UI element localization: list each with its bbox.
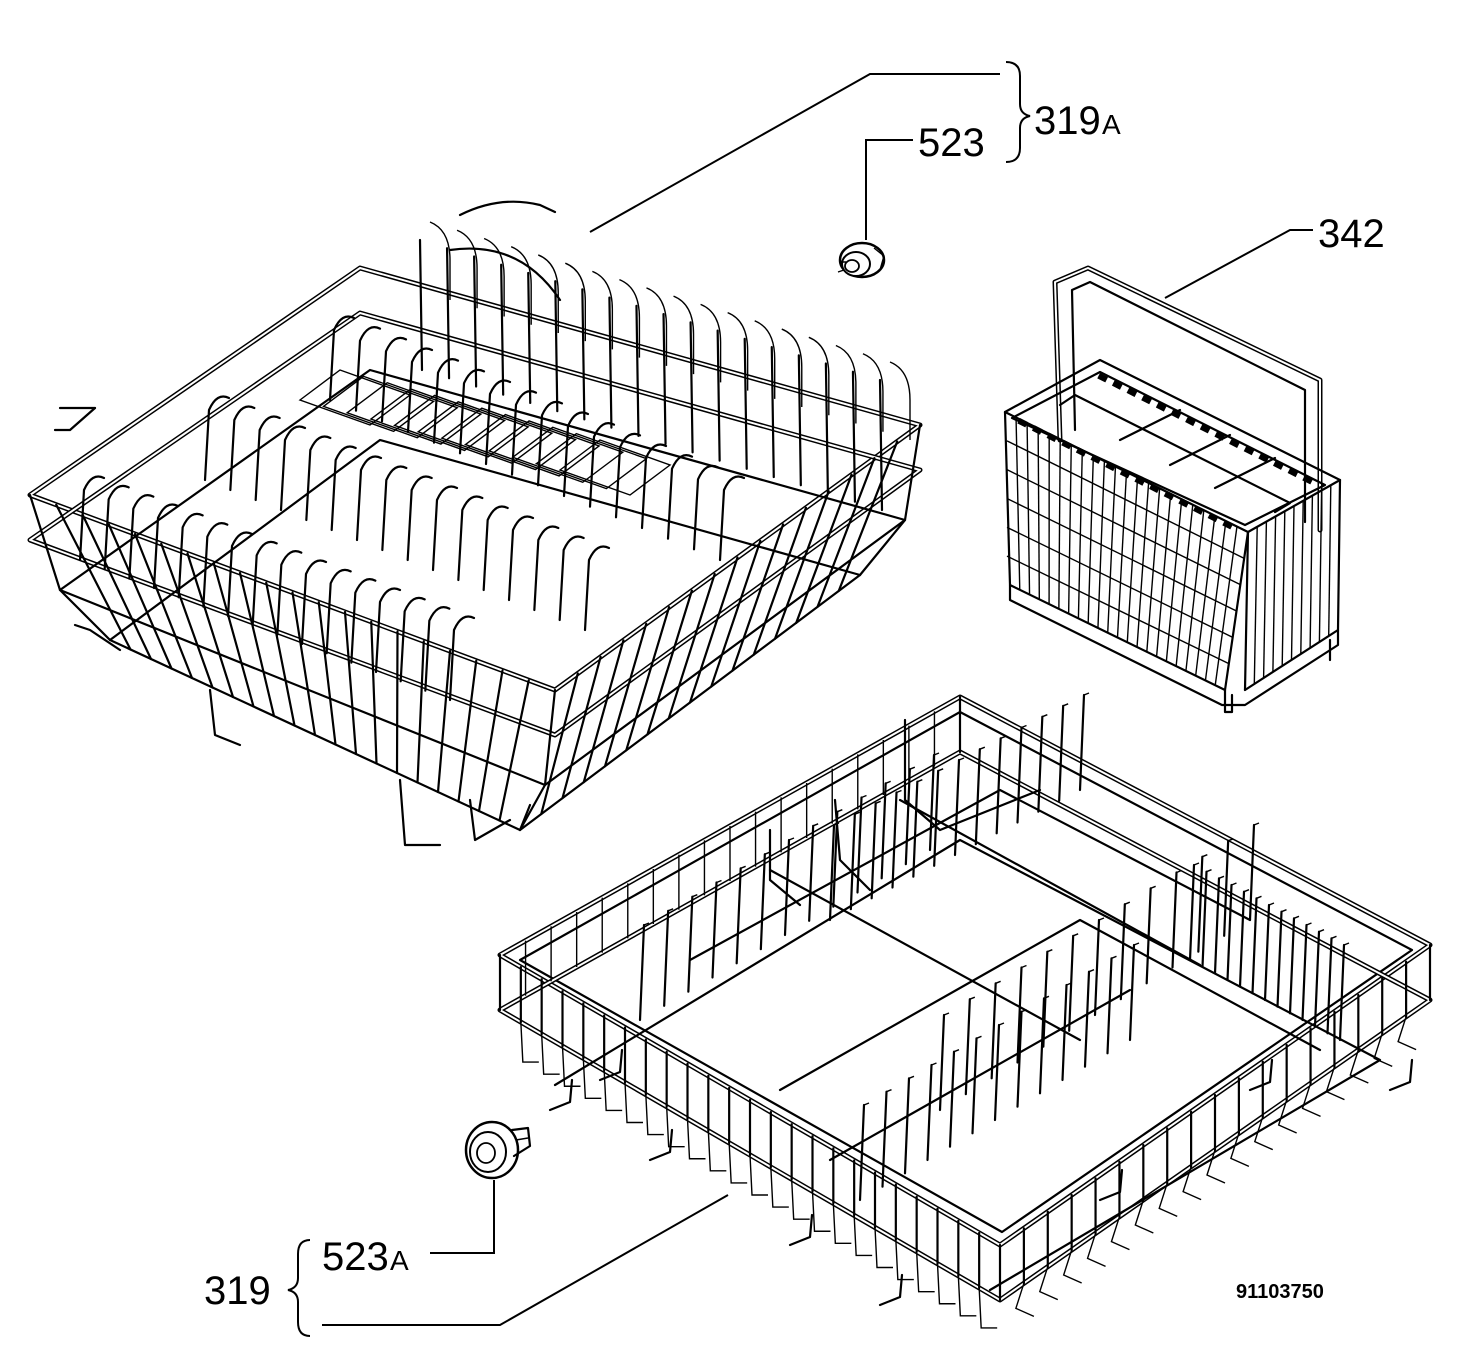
callout-319-number: 319: [204, 1269, 271, 1313]
upper-basket-illustration: [27, 200, 923, 847]
cutlery-basket-illustration: [1003, 265, 1342, 714]
leader-lines: [287, 61, 1313, 1337]
drawing-code: 91103750: [1236, 1281, 1324, 1303]
callout-523-number: 523: [918, 121, 985, 165]
callout-523a-suffix: A: [390, 1245, 409, 1276]
callout-523a-number: 523: [322, 1235, 389, 1279]
callout-342-number: 342: [1318, 212, 1385, 256]
callout-319a-number: 319: [1034, 99, 1101, 143]
upper-wheel-illustration: [837, 241, 886, 279]
lower-wheel-illustration: [464, 1120, 532, 1180]
lower-basket-illustration: [497, 692, 1433, 1329]
callout-319a-suffix: A: [1102, 109, 1121, 140]
